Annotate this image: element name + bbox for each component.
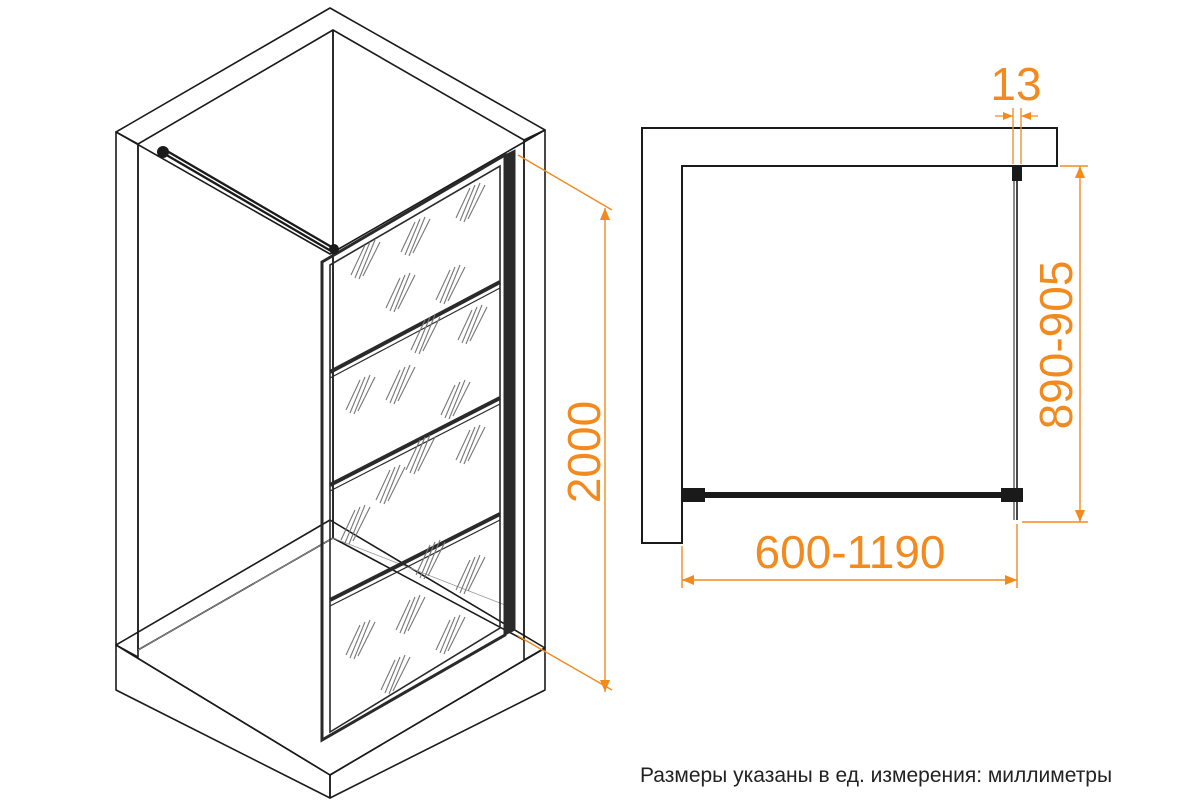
height-dimension [517,154,613,692]
glass-panel [320,149,516,743]
plan-bar-clamp [1001,488,1023,502]
plan-wall-profile [1012,167,1022,181]
thickness-dimension [995,108,1038,164]
left-wall-outer-face [115,131,139,658]
units-caption: Размеры указаны в ед. измерения: миллиме… [640,764,1113,787]
right-wall-outer [523,129,546,661]
shower-tray-right-face [329,647,546,799]
bar-glass-clamp [329,244,339,254]
width-label: 600-1190 [755,526,946,578]
depth-label: 890-905 [1030,261,1082,430]
bar-wall-mount [157,146,169,158]
floor-line [332,537,506,606]
plan-wall-outline [641,127,1058,544]
shower-tray-left-face [115,644,331,799]
thickness-label: 13 [990,58,1041,110]
plan-view [641,127,1058,544]
mullions [329,280,501,607]
stabilizer-bar [157,146,339,254]
height-label: 2000 [558,401,610,503]
glass-panel-inner-frame [329,164,501,734]
isometric-view [115,7,546,799]
back-wall-face [137,29,334,651]
wall-profile [504,149,516,636]
width-dimension [681,524,1018,588]
floor-line-left [137,537,334,651]
depth-dimension [1022,165,1088,523]
glass-reflections [340,182,488,695]
left-wall-top [115,7,546,255]
plan-bar-wall-mount [683,488,705,502]
